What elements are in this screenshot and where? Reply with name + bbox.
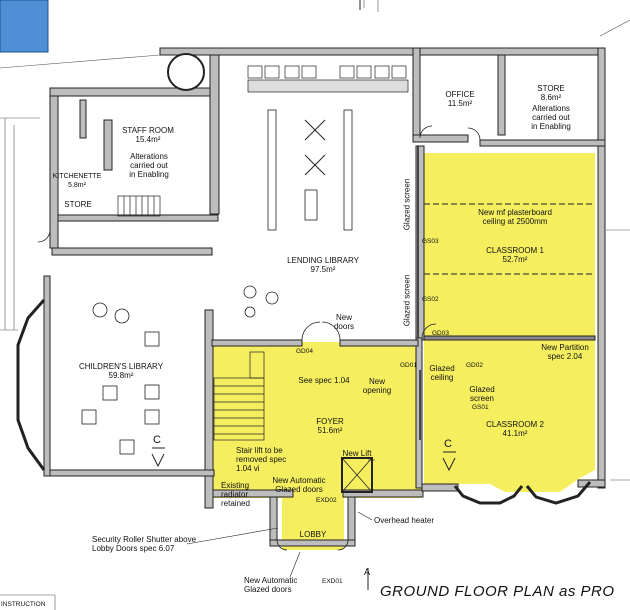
walls [43,47,606,547]
leader-lines [186,459,375,578]
tag-exd02: EXD02 [316,497,337,504]
tag-gd04: GD04 [296,348,313,355]
tag-gd03: GD03 [432,330,449,337]
store-left-label: STORE [64,200,92,209]
foyer-stair [213,351,265,441]
library-shelves [267,109,353,231]
childrens-tables [81,285,279,455]
overhead-heater-note: Overhead heater [374,516,435,525]
section-c-left: C [153,434,161,446]
staff-stair [117,195,161,217]
tag-gd02: GD02 [466,362,483,369]
new-lift-note: New Lift [342,449,372,458]
tag-gs03: GS03 [422,238,439,245]
glazed-screens [417,146,421,440]
lift-shaft [341,457,373,493]
turret [167,53,205,91]
classroom1-ceiling-lines [424,203,595,275]
instruction-label: INSTRUCTION [1,601,46,608]
glazed-screen-top-label: Glazed screen [402,178,412,231]
computer-desks [247,65,409,93]
highlighted-works-areas [212,153,595,550]
section-markers [151,0,456,590]
section-c-right: C [444,438,452,450]
drawing-title: GROUND FLOOR PLAN as PRO [380,583,615,600]
section-a: A [364,567,371,577]
tag-gs01: GS01 [472,404,489,411]
door-swings [37,125,481,551]
neighbouring-building-block [0,0,49,53]
tag-exd01: EXD01 [322,578,343,585]
bay-windows [16,299,592,505]
lobby-label: LOBBY [299,530,327,539]
glazed-screen-mid-label: Glazed screen [402,274,412,327]
library-x-markers [304,119,326,176]
see-spec-note: See spec 1.04 [298,376,350,385]
tag-gs02: GS02 [422,296,439,303]
tag-gd01: GD01 [400,362,417,369]
